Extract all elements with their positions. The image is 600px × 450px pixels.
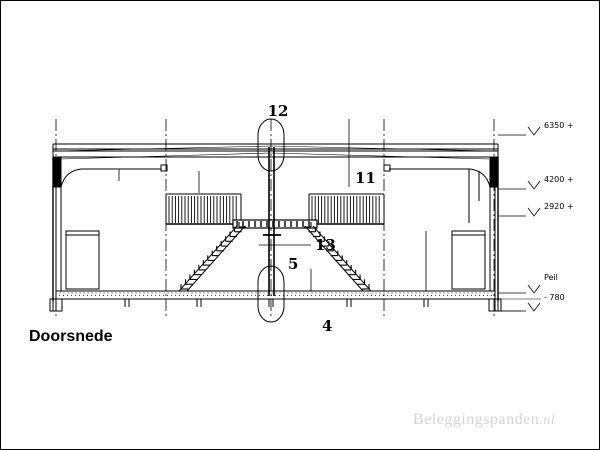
- callout-ellipse-top: [257, 118, 285, 172]
- eaves-details: [52, 156, 499, 291]
- left-mezzanine: [165, 193, 242, 225]
- foundation-posts: [124, 299, 429, 307]
- label-13: 13: [315, 236, 336, 254]
- elevation-4200: 4200 +: [544, 175, 574, 184]
- label-12: 12: [268, 102, 289, 120]
- elevation-780: - 780: [544, 293, 565, 302]
- foundation-left: [49, 298, 63, 312]
- label-5: 5: [288, 255, 298, 273]
- watermark-name: Beleggingspanden: [413, 411, 540, 428]
- elevation-2920: 2920 +: [544, 202, 574, 211]
- elevation-markers: [498, 126, 541, 312]
- drawing-caption: Doorsnede: [29, 328, 113, 345]
- roof: [52, 143, 499, 160]
- label-11: 11: [355, 169, 376, 187]
- elevation-peil: Peil: [544, 273, 558, 282]
- right-mezzanine: [308, 193, 385, 225]
- interior-lines: [118, 119, 427, 291]
- callout-ellipse-bottom: [257, 265, 285, 323]
- right-staircase: [304, 222, 372, 292]
- floor-slab: [56, 290, 541, 300]
- elevation-6350: 6350 +: [544, 121, 574, 130]
- outer-walls: [52, 157, 499, 311]
- central-column: [259, 147, 311, 296]
- site-watermark: Beleggingspanden.nl: [413, 411, 555, 429]
- label-4: 4: [322, 317, 332, 335]
- left-staircase: [178, 222, 246, 292]
- watermark-tld: .nl: [539, 413, 556, 428]
- interior-niches: [65, 230, 486, 290]
- bridge: [232, 219, 318, 229]
